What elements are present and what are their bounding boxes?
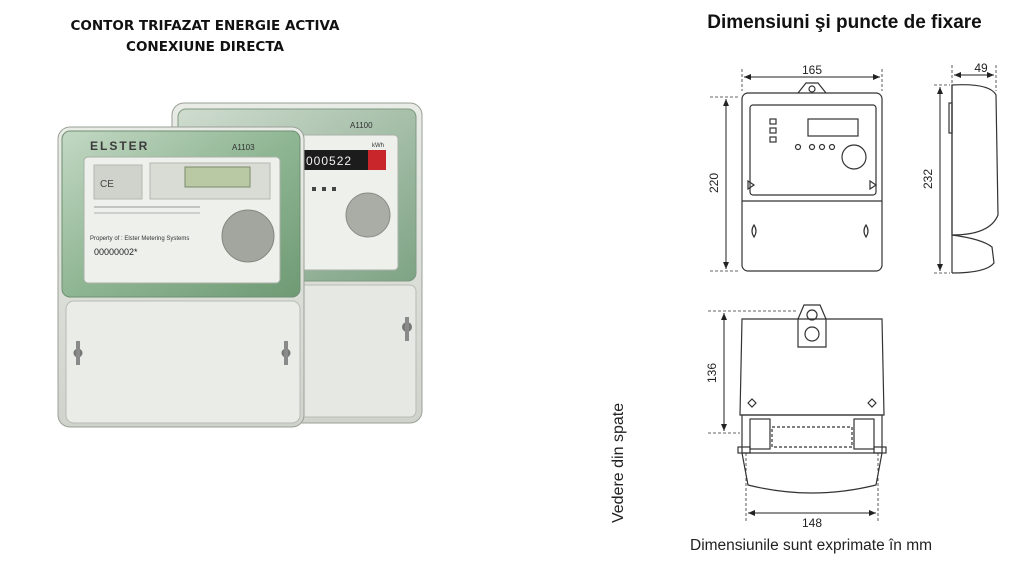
back-seal-screw-icon — [402, 317, 412, 341]
register-unit: kWh — [372, 143, 384, 149]
back-view-label: Vedere din spate — [610, 402, 627, 523]
product-title: CONTOR TRIFAZAT ENERGIE ACTIVA CONEXIUNE… — [30, 16, 380, 58]
dim-label-49: 49 — [974, 61, 988, 75]
meter-front-unit: ELSTER A1103 CE Property of : Elster Met… — [57, 126, 305, 428]
product-title-line2: CONEXIUNE DIRECTA — [126, 39, 284, 55]
register-digits: 000522 — [306, 154, 352, 168]
property-label: Property of : Elster Metering Systems — [90, 236, 189, 242]
dim-back-height: 136 — [705, 310, 796, 434]
product-title-line1: CONTOR TRIFAZAT ENERGIE ACTIVA — [70, 18, 340, 34]
dim-label-165: 165 — [802, 63, 822, 77]
ce-mark: CE — [100, 179, 114, 190]
front-model: A1103 — [232, 143, 255, 152]
units-footnote: Dimensiunile sunt exprimate în mm — [690, 537, 933, 554]
dim-back-width: 148 — [745, 453, 879, 530]
optical-port-icon — [221, 209, 275, 263]
dim-front-height: 220 — [707, 96, 740, 272]
meter-photo: 000522 kWh A1100 ELSTER A1103 CE Propert… — [57, 102, 423, 428]
dimension-drawing: 165 220 49 232 — [705, 61, 999, 530]
back-view — [737, 304, 887, 494]
dim-front-width: 165 — [741, 63, 883, 91]
lcd-display — [184, 166, 251, 188]
brand-logo: ELSTER — [90, 139, 149, 153]
back-model: A1100 — [350, 121, 373, 130]
dim-side-depth: 49 — [951, 61, 997, 91]
front-seal-screw-left-icon — [73, 341, 83, 365]
register-display — [302, 150, 372, 170]
front-view — [741, 82, 883, 272]
dim-side-height: 232 — [921, 84, 950, 274]
serial-number: 00000002* — [94, 247, 138, 257]
dim-label-232: 232 — [921, 169, 935, 189]
dimensions-title: Dimensiuni şi puncte de fixare — [707, 12, 982, 33]
front-seal-screw-right-icon — [281, 341, 291, 365]
dim-label-148: 148 — [802, 516, 822, 530]
back-optical-port-icon — [345, 192, 391, 238]
dim-label-136: 136 — [705, 363, 719, 383]
side-view — [948, 84, 999, 274]
dim-label-220: 220 — [707, 173, 721, 193]
